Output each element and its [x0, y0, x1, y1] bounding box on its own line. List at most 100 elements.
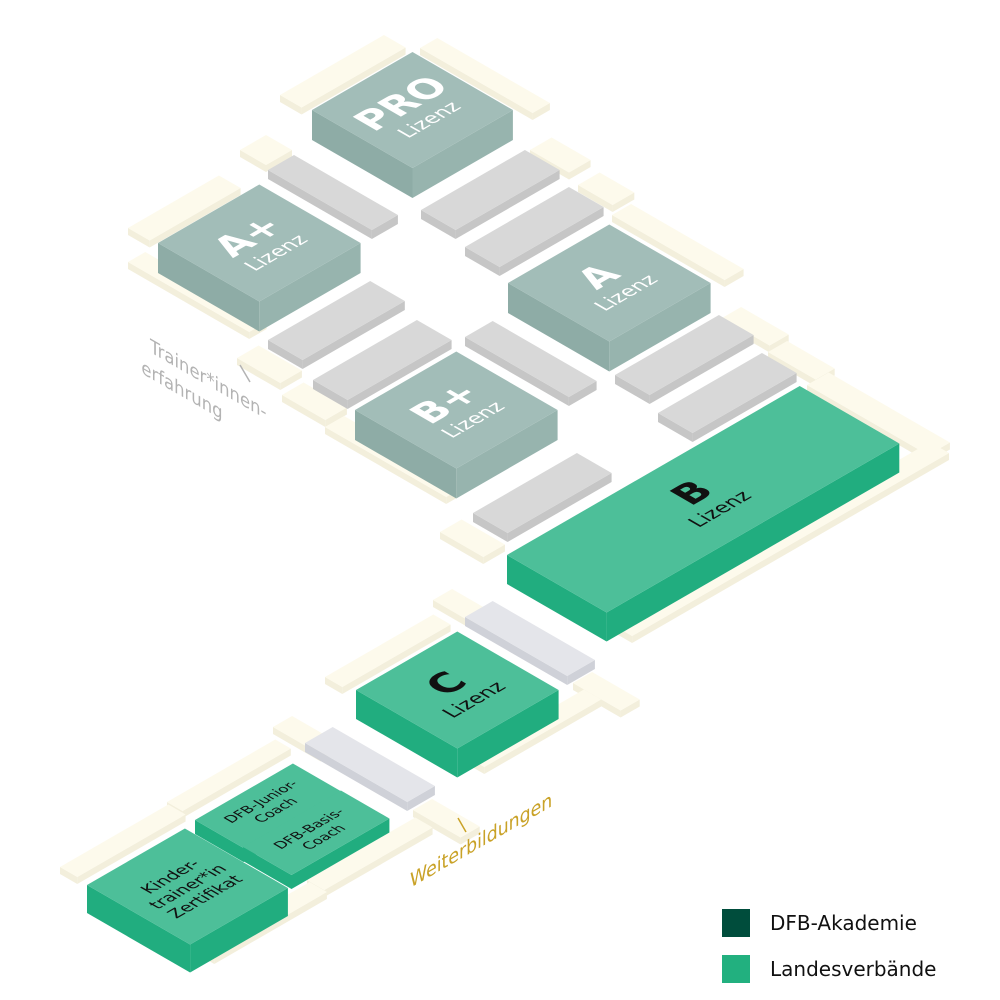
step-bar — [473, 453, 612, 542]
step-bar-light-left-face — [465, 617, 568, 685]
license-block-a-top-face — [508, 224, 711, 342]
step-bar-left-face — [268, 340, 303, 369]
cream-strip-top-face — [573, 672, 640, 711]
step-bar-top-face — [465, 187, 604, 267]
cream-strip-top-face — [440, 519, 505, 557]
step-bar-light-left-face — [305, 743, 408, 811]
cream-strip-left-face — [578, 185, 613, 212]
cream-strip-right-face — [266, 150, 292, 172]
license-block-junior-left-face — [195, 820, 244, 862]
legend: DFB-Akademie Landesverbände — [722, 900, 936, 992]
cream-strip — [282, 382, 347, 427]
cream-strip-top-face — [237, 345, 302, 383]
license-block-b — [507, 386, 900, 642]
step-bar-top-face — [421, 150, 560, 230]
cream-strip-top-face — [530, 137, 591, 173]
step-bar-right-face — [568, 381, 597, 406]
license-block-pro-left-face — [312, 110, 413, 198]
legend-swatch-dfb-akademie — [722, 909, 750, 937]
step-bar-top-face — [473, 453, 612, 533]
license-block-a-plus-right-face — [259, 243, 361, 332]
cream-strip-right-face — [342, 624, 451, 694]
legend-label: Landesverbände — [770, 957, 937, 981]
license-block-basis-top-face — [243, 790, 390, 875]
step-bar-top-face — [268, 281, 405, 360]
experience-tick — [239, 364, 251, 383]
cream-strip-right-face — [324, 827, 433, 897]
legend-item-dfb-akademie: DFB-Akademie — [722, 900, 936, 946]
step-bar-left-face — [268, 170, 372, 239]
cream-strip-top-face — [282, 382, 347, 420]
cream-strip-right-face — [612, 192, 635, 212]
cream-strip — [440, 519, 505, 564]
cream-strip-right-face — [149, 188, 241, 248]
cream-strip-right-face — [325, 407, 347, 427]
cream-strip-left-face — [612, 215, 725, 287]
step-bar-right-face — [455, 170, 560, 239]
license-block-c-right-face — [457, 690, 559, 778]
cream-strip — [612, 204, 744, 287]
step-bar-left-face — [313, 380, 348, 409]
cream-strip-top-face — [60, 804, 186, 877]
cream-strip-right-face — [460, 826, 480, 845]
cream-strip-right-face — [724, 269, 744, 287]
step-bar-left-face — [658, 413, 693, 442]
cream-strip-top-face — [578, 172, 635, 205]
cream-strip-left-face — [240, 150, 266, 172]
step-bar-left-face — [473, 513, 508, 542]
legend-label: DFB-Akademie — [770, 911, 917, 935]
cream-strip-right-face — [280, 370, 302, 390]
license-block-c-left-face — [356, 690, 458, 778]
cream-strip-left-face — [128, 262, 250, 339]
step-bar-top-face — [465, 321, 597, 397]
cream-strip-top-face — [768, 341, 835, 380]
license-block-b-left-face — [507, 555, 607, 642]
license-block-a-plus-top-face — [158, 184, 361, 302]
license-block-basis — [243, 790, 390, 889]
cream-strip — [325, 614, 451, 694]
cream-strip-top-face — [307, 817, 433, 890]
license-block-kinder-top-face — [87, 828, 288, 945]
license-block-c — [356, 631, 559, 778]
cream-strip — [128, 175, 241, 248]
cream-strip-right-face — [620, 699, 640, 718]
step-bar-top-face — [268, 155, 398, 230]
legend-swatch-landesverbaende — [722, 955, 750, 983]
license-block-a-left-face — [508, 283, 610, 372]
cream-strip — [237, 345, 302, 390]
cream-strip-top-face — [128, 175, 241, 241]
cream-strip-left-face — [237, 358, 281, 390]
license-block-b-plus-right-face — [456, 410, 558, 499]
cream-strip-right-face — [77, 814, 186, 884]
step-bar-right-face — [649, 335, 754, 404]
step-bar — [268, 281, 405, 369]
cream-strip-right-face — [632, 453, 949, 643]
step-bar-right-face — [692, 373, 797, 442]
step-bar-top-face — [615, 315, 754, 395]
license-block-basis-left-face — [243, 847, 292, 889]
cream-strip-top-face — [280, 35, 406, 108]
step-bar — [465, 321, 597, 406]
step-bar-light-right-face — [567, 660, 595, 685]
cream-strip-top-face — [722, 307, 789, 346]
cream-strip-right-face — [532, 103, 550, 120]
cream-strip-left-face — [440, 532, 484, 564]
cream-strip — [280, 35, 406, 115]
step-bar-right-face — [347, 340, 452, 409]
license-block-b-plus-top-face — [355, 351, 558, 469]
license-block-a — [508, 224, 711, 372]
license-block-b-plus — [355, 351, 558, 499]
license-block-c-top-face — [356, 631, 559, 749]
license-block-a-right-face — [609, 283, 711, 372]
cream-strip-top-face — [420, 38, 550, 113]
license-block-b-right-face — [606, 443, 900, 642]
cream-strip-top-face — [325, 614, 451, 687]
cream-strip-left-face — [325, 677, 343, 694]
cream-strip-left-face — [128, 228, 150, 248]
cream-strip-right-face — [214, 892, 327, 964]
license-block-pro-right-face — [412, 110, 513, 198]
cream-strip-left-face — [60, 867, 78, 884]
cream-strip-right-face — [484, 699, 602, 774]
step-bar — [615, 315, 754, 404]
